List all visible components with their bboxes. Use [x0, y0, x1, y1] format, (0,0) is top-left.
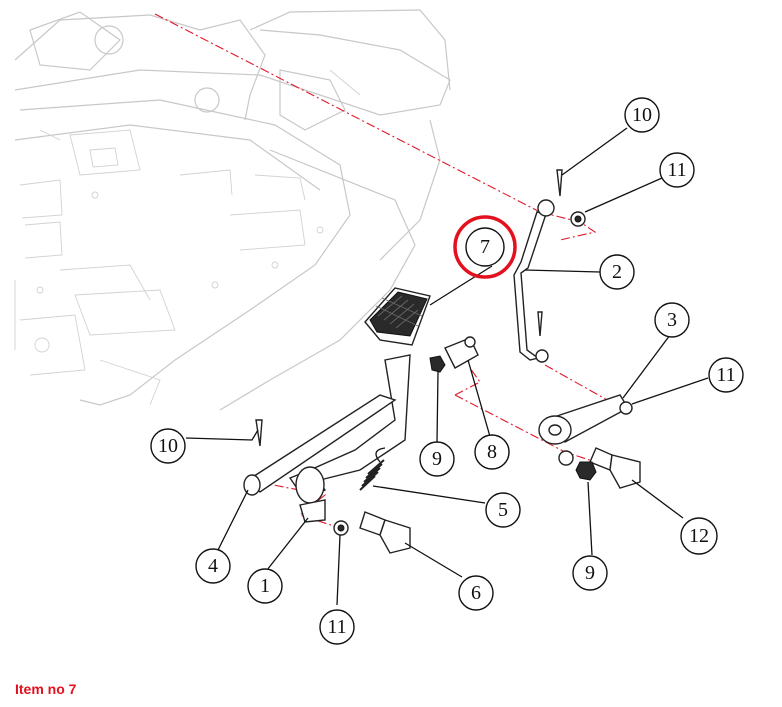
callout-10-left: 10 — [150, 428, 186, 464]
link-rod — [513, 169, 563, 363]
svg-text:11: 11 — [327, 616, 346, 638]
svg-text:3: 3 — [667, 309, 677, 331]
callout-9-upper: 9 — [419, 441, 455, 477]
callout-1: 1 — [247, 568, 283, 604]
callout-5: 5 — [485, 492, 521, 528]
svg-text:5: 5 — [498, 499, 508, 521]
callout-2: 2 — [599, 254, 635, 290]
svg-text:12: 12 — [689, 525, 709, 547]
leader-lines — [185, 127, 709, 606]
chassis-frame — [14, 9, 451, 411]
pivot-bolt — [359, 511, 411, 554]
svg-text:9: 9 — [585, 562, 595, 584]
nut-lower — [575, 461, 597, 481]
svg-text:2: 2 — [612, 261, 622, 283]
svg-text:7: 7 — [480, 236, 490, 258]
callout-6: 6 — [458, 575, 494, 611]
svg-text:11: 11 — [716, 364, 735, 386]
callout-12: 12 — [680, 517, 718, 555]
shoulder-bolt — [589, 447, 641, 489]
pedal-bracket — [444, 336, 479, 369]
nut-upper — [429, 355, 446, 373]
callout-4: 4 — [195, 548, 231, 584]
svg-text:8: 8 — [487, 441, 497, 463]
svg-text:4: 4 — [208, 555, 218, 577]
svg-text:1: 1 — [260, 575, 270, 597]
callout-11-top: 11 — [659, 152, 695, 188]
callout-9-lower: 9 — [572, 555, 608, 591]
callout-3: 3 — [654, 302, 690, 338]
parts-diagram: 10 11 7 2 3 11 10 9 8 5 4 1 6 11 9 12 — [14, 9, 744, 645]
svg-text:6: 6 — [471, 582, 481, 604]
callout-7: 7 — [465, 227, 505, 267]
callout-8: 8 — [474, 434, 510, 470]
callout-11-bottom: 11 — [319, 609, 355, 645]
pedal-assembly-parts — [243, 169, 641, 554]
lever-arm — [538, 394, 629, 466]
pedal-arm — [243, 354, 411, 523]
callout-10-top: 10 — [624, 97, 660, 133]
return-spring — [359, 447, 386, 491]
svg-text:10: 10 — [158, 435, 178, 457]
callout-11-right: 11 — [708, 357, 744, 393]
svg-text:9: 9 — [432, 448, 442, 470]
item-7-highlight-ring — [453, 215, 517, 279]
svg-text:11: 11 — [667, 159, 686, 181]
cotter-pin — [255, 419, 263, 447]
pedal-pad — [364, 287, 431, 346]
item-caption: Item no 7 — [15, 681, 77, 697]
svg-text:10: 10 — [632, 104, 652, 126]
washer-lever — [619, 401, 633, 415]
